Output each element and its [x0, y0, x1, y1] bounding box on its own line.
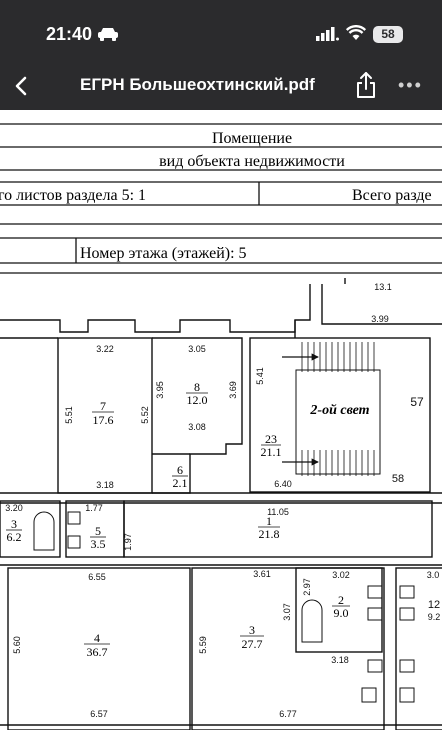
room-number: 2 — [338, 593, 344, 607]
share-icon[interactable] — [354, 70, 378, 100]
room-area: 9.0 — [334, 606, 349, 620]
status-time: 21:40 — [46, 24, 93, 44]
dimension-label: 2.97 — [302, 578, 312, 596]
dimension-label: 3.61 — [253, 569, 271, 579]
dimension-label: 58 — [392, 473, 404, 485]
dimension-label: 3.20 — [5, 503, 23, 513]
dimension-label: 3.05 — [188, 344, 206, 354]
wifi-icon — [346, 25, 366, 40]
dimension-label: 12 — [428, 599, 440, 611]
room-area: 2.1 — [173, 476, 188, 490]
dimension-label: 3.99 — [371, 314, 389, 324]
dimension-label: 3.07 — [282, 603, 292, 621]
car-icon — [98, 28, 118, 41]
room-area: 6.2 — [7, 530, 22, 544]
room-number: 4 — [94, 631, 100, 645]
floor-number: Номер этажа (этажей): 5 — [80, 245, 247, 262]
dimension-label: 6.55 — [88, 572, 106, 582]
dimension-label: 13.1 — [374, 282, 392, 292]
battery-indicator: 58 — [373, 26, 403, 43]
dimension-label: 11.05 — [267, 507, 289, 517]
room-area: 36.7 — [87, 645, 108, 659]
dimension-label: 3.18 — [96, 480, 114, 490]
room-number: 8 — [194, 380, 200, 394]
room-number: 7 — [100, 399, 106, 413]
dimension-label: 3.18 — [331, 655, 349, 665]
room-number: 6 — [177, 463, 183, 477]
sheets-total-left: го листов раздела 5: 1 — [0, 187, 146, 204]
pdf-content: Помещение вид объекта недвижимости го ли… — [0, 123, 442, 730]
pdf-page: Помещение вид объекта недвижимости го ли… — [0, 110, 442, 730]
staircase — [282, 342, 375, 476]
nav-bar: ЕГРН Большеохтинский.pdf ••• — [0, 62, 442, 110]
battery-level: 58 — [381, 27, 395, 41]
double-height-label: 2-ой свет — [309, 403, 369, 418]
dimension-label: 5.51 — [64, 406, 74, 424]
room-area: 17.6 — [93, 413, 114, 427]
dimension-label: 5.52 — [140, 406, 150, 424]
room-number: 3 — [11, 517, 17, 531]
room-area: 21.8 — [259, 527, 280, 541]
dimension-label: 5.41 — [255, 367, 265, 385]
dimension-label: 3.08 — [188, 422, 206, 432]
dimension-label: 9.2 — [428, 612, 441, 622]
room-area: 27.7 — [242, 637, 263, 651]
room-number: 1 — [266, 514, 272, 528]
dimension-label: 1.97 — [123, 533, 133, 551]
dimension-label: 5.60 — [12, 636, 22, 654]
dimension-label: 5.59 — [198, 636, 208, 654]
chevron-left-icon[interactable] — [8, 70, 36, 102]
dimension-label: 6.57 — [90, 709, 108, 719]
dimension-label: 57 — [410, 395, 424, 409]
room-area: 12.0 — [187, 393, 208, 407]
dimension-label: 3.02 — [332, 570, 350, 580]
floor-plan — [0, 278, 442, 730]
room-number: 23 — [265, 432, 277, 446]
dimension-label: 3.0 — [427, 570, 440, 580]
dimension-label: 3.95 — [155, 381, 165, 399]
cellular-signal-icon — [316, 27, 339, 41]
room-area: 21.1 — [261, 445, 282, 459]
object-caption: вид объекта недвижимости — [159, 153, 345, 170]
dimension-label: 6.77 — [279, 709, 297, 719]
dimension-label: 6.40 — [274, 479, 292, 489]
ellipsis-icon[interactable]: ••• — [398, 75, 423, 95]
room-number: 5 — [95, 524, 101, 538]
sheets-total-right: Всего разде — [352, 187, 432, 204]
room-area: 3.5 — [91, 537, 106, 551]
room-number: 3 — [249, 623, 255, 637]
bathroom-fixtures — [33, 511, 415, 703]
dimension-label: 3.69 — [228, 381, 238, 399]
dimension-label: 3.22 — [96, 344, 114, 354]
status-bar: 21:40 58 — [0, 0, 442, 62]
document-title: ЕГРН Большеохтинский.pdf — [80, 75, 315, 94]
object-type: Помещение — [212, 130, 292, 147]
dimension-label: 1.77 — [85, 503, 103, 513]
